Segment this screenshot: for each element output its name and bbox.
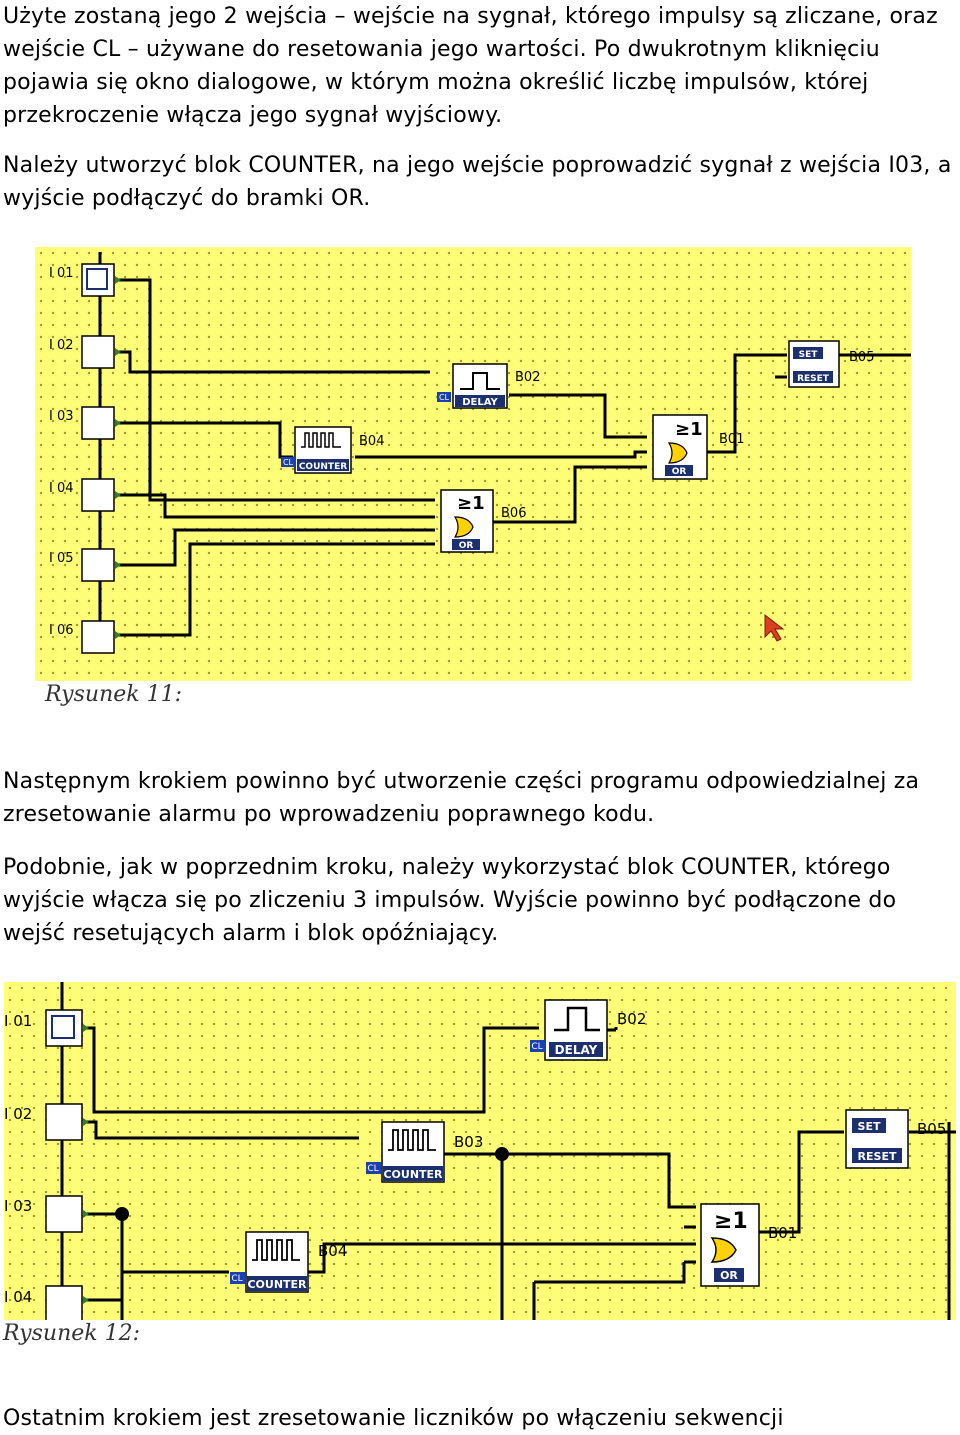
junction-dot [495,1147,509,1161]
or-output-label: B01 [768,1224,797,1242]
input-box-i04[interactable] [81,478,115,512]
or-block[interactable]: ≥1 OR B01 [700,1203,797,1287]
counter-b-label: COUNTER [247,1278,307,1291]
counter-output-label: B04 [359,434,384,449]
counter-block-b03[interactable]: COUNTER CL B03 [366,1121,483,1183]
wires [98,252,911,647]
delay-block[interactable]: DELAY CL B02 [437,363,540,409]
counter-cl-pin: CL [283,458,294,467]
pulse-icon [460,372,500,390]
set-label: SET [858,1120,881,1133]
or-gate-icon [453,516,474,538]
counter-pulse-icon [388,1129,436,1151]
input-label-i05: I 05 [49,551,74,566]
counter-pulse-icon [301,432,341,448]
or-symbol: ≥1 [714,1209,748,1234]
reset-label: RESET [797,374,830,384]
counter-pulse-icon [252,1239,300,1261]
reset-label: RESET [858,1150,897,1163]
input-label-i03: I 03 [49,409,74,424]
or-lower-symbol: ≥1 [457,493,485,514]
or-block-lower[interactable]: ≥1 OR B06 [440,489,526,553]
input-box-i03[interactable] [45,1195,83,1233]
input-blocks [45,1009,89,1320]
input-label-i01: I 01 [4,1012,32,1030]
delay-label: DELAY [462,397,498,408]
or-gate-icon [667,442,688,464]
or-upper-output-label: B01 [719,432,744,447]
paragraph-counter-inputs: Użyte zostaną jego 2 wejścia – wejście n… [3,4,938,128]
keypad-icon [51,1015,75,1039]
paragraph-second-counter: Podobnie, jak w poprzednim kroku, należy… [3,855,897,946]
delay-output-label: B02 [515,370,540,385]
counter-b-cl-pin: CL [231,1274,242,1284]
input-box-i04[interactable] [45,1285,83,1320]
counter-b-output-label: B04 [318,1242,347,1260]
set-reset-block[interactable]: SET RESET B05 [845,1109,946,1169]
paragraph-create-counter: Należy utworzyć blok COUNTER, na jego we… [3,153,952,211]
delay-cl-pin: CL [531,1042,542,1052]
input-label-i06: I 06 [49,623,74,638]
figure-11-diagram: I 01 I 02 I 03 I 04 I 05 I 06 DELAY CL B… [35,247,911,681]
input-box-i03[interactable] [81,406,115,440]
or-label: OR [720,1269,738,1282]
input-label-i01: I 01 [49,266,74,281]
paragraph-reset-alarm: Następnym krokiem powinno być utworzenie… [3,769,920,827]
figure-12-diagram: I 01 I 02 I 03 I 04 DELAY CL B02 COUNTER… [4,982,956,1320]
figure-11-caption: Rysunek 11: [45,682,182,707]
input-box-i05[interactable] [81,548,115,582]
delay-block[interactable]: DELAY CL B02 [530,999,646,1061]
or-gate-icon [710,1237,737,1263]
counter-a-output-label: B03 [454,1133,483,1151]
keypad-icon [86,268,108,290]
delay-output-label: B02 [617,1010,646,1028]
junction-dot [115,1207,129,1221]
wires [60,982,956,1320]
delay-label: DELAY [555,1043,598,1057]
mouse-cursor-icon [764,613,785,642]
paragraph-reset-counters: Ostatnim krokiem jest zresetowanie liczn… [3,1406,784,1431]
input-box-i02[interactable] [45,1103,83,1141]
pulse-icon [554,1006,600,1032]
counter-a-label: COUNTER [383,1168,443,1181]
input-box-i02[interactable] [81,335,115,369]
counter-block[interactable]: COUNTER CL B04 [281,426,384,474]
input-label-i04: I 04 [49,481,74,496]
set-label: SET [799,350,819,360]
or-lower-label: OR [459,541,474,551]
figure-12-caption: Rysunek 12: [3,1321,140,1346]
input-labels: I 01 I 02 I 03 I 04 I 05 I 06 [49,266,74,638]
counter-block-b04[interactable]: COUNTER CL B04 [230,1231,347,1293]
input-label-i02: I 02 [4,1105,32,1123]
or-upper-symbol: ≥1 [675,419,703,440]
input-blocks [81,263,121,654]
or-upper-label: OR [672,467,687,477]
set-reset-block[interactable]: SET RESET B05 [788,340,874,388]
input-labels: I 01 I 02 I 03 I 04 [4,1012,32,1306]
setreset-output-label: B05 [849,350,874,365]
input-label-i04: I 04 [4,1288,32,1306]
input-box-i06[interactable] [81,620,115,654]
or-lower-output-label: B06 [501,506,526,521]
or-block-upper[interactable]: ≥1 OR B01 [652,414,744,480]
counter-a-cl-pin: CL [367,1164,378,1174]
input-label-i03: I 03 [4,1197,32,1215]
input-label-i02: I 02 [49,338,74,353]
delay-cl-pin: CL [439,393,450,402]
counter-label: COUNTER [299,462,347,472]
setreset-output-label: B05 [917,1120,946,1138]
